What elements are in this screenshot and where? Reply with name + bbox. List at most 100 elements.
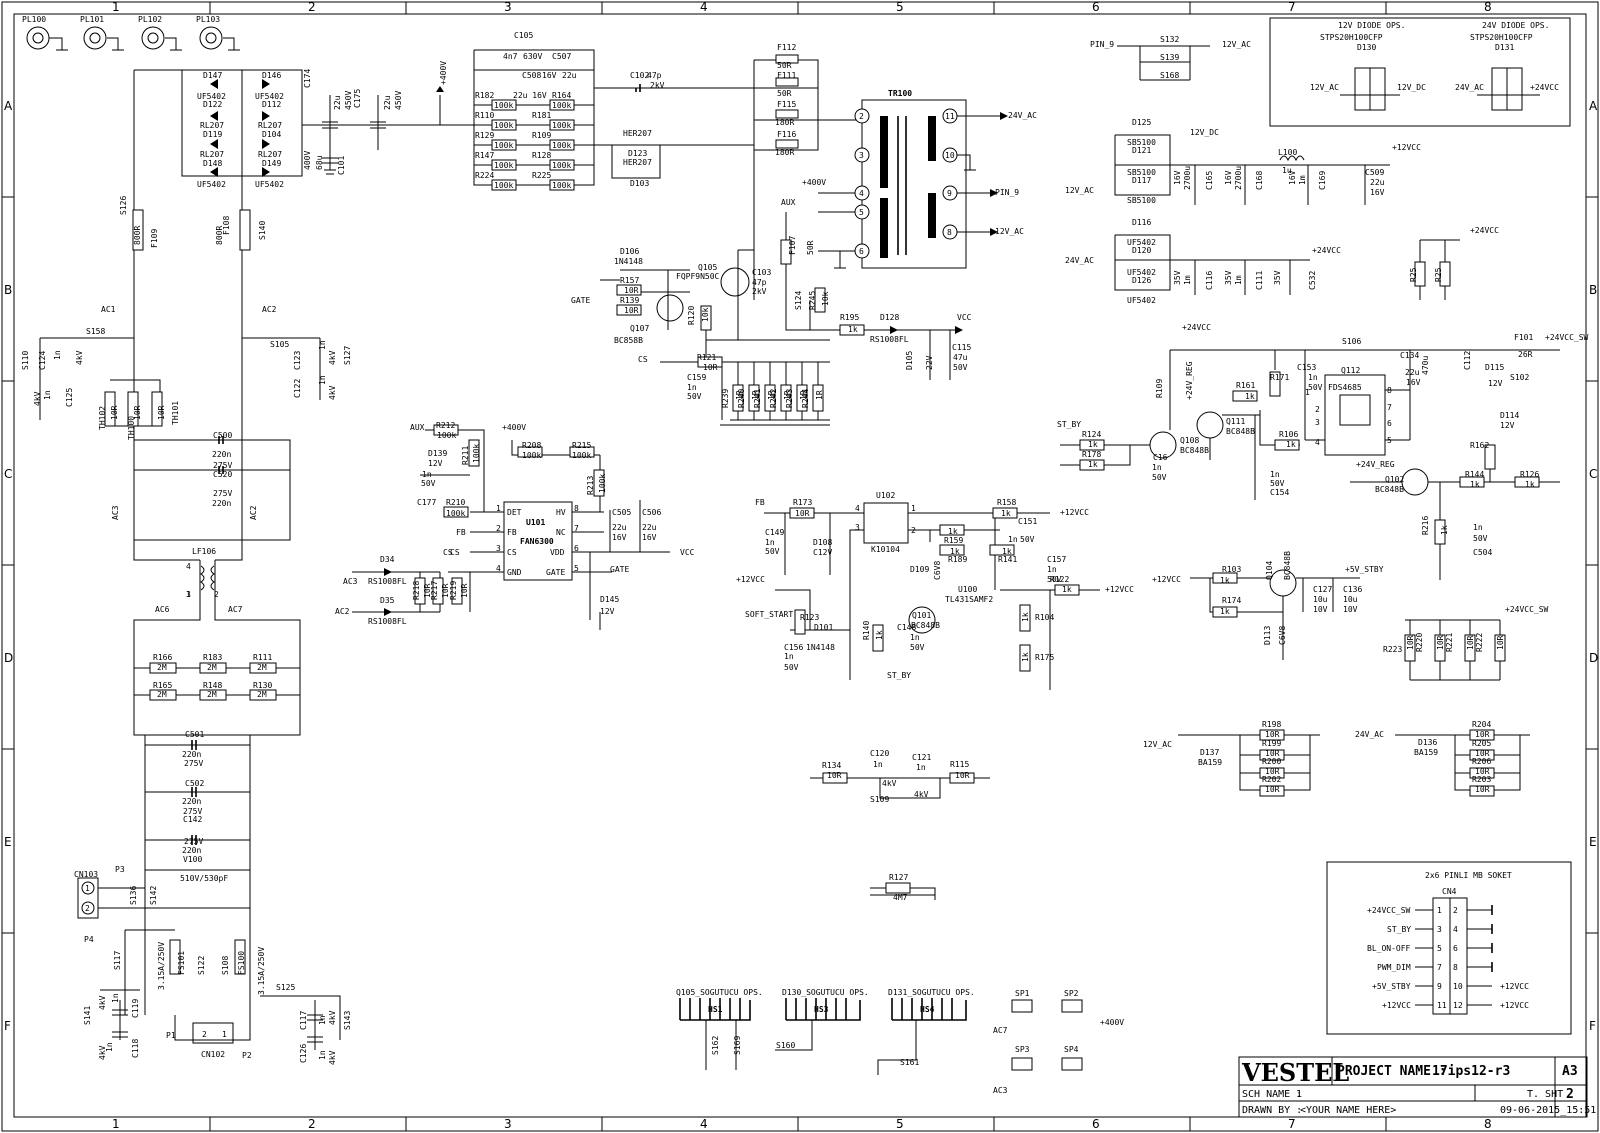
drawn-by-label: DRAWN BY : [1242,1105,1302,1116]
label-c102: C102 [630,71,649,80]
label-r122v: 1k [1062,585,1072,594]
u102-ref: U102 [876,491,895,500]
label-r164: R164 [552,91,571,100]
label-c177: C177 [417,498,436,507]
label-q105: Q105 [698,263,717,272]
label-q112p1: 1 [1305,388,1310,397]
label-f108: F108 [222,216,231,235]
label-k4: 100k [552,121,571,130]
label-gate: GATE [571,296,590,305]
wiring [26,26,1560,1075]
sheet-size: A3 [1562,1064,1578,1079]
cn4-pin-5: 5 [1437,944,1442,953]
cn4-net-left-3: BL_ON-OFF [1367,944,1411,953]
label-c35c: 35V [1273,270,1282,285]
label-d139: D139 [428,449,447,458]
label-r109b: R109 [1155,379,1164,398]
label-lf1: 1 [186,590,191,599]
label-r1r2: 1R [751,390,760,400]
label-r144v: 1k [1470,480,1480,489]
label-rl3: RL207 [200,150,224,159]
label-s168: S168 [1160,71,1179,80]
label-c122v: 1n [318,375,327,385]
label-c105: C105 [514,31,533,40]
label-q107: Q107 [630,324,649,333]
label-m4: 2M [157,690,167,699]
label-s142: S142 [149,886,158,905]
label-k7: 100k [494,161,513,170]
label-c153: C153 [1297,363,1316,372]
label-p1: P1 [166,1031,176,1040]
label-r122: R122 [1050,575,1069,584]
grid-row-c: C [4,467,12,481]
label-c119: C119 [131,999,140,1018]
label-d137v: BA159 [1198,758,1222,767]
label-s143: S143 [343,1011,352,1030]
u101-ref: U101 [526,518,545,527]
cn4-net-right-6: +12VCC [1500,1001,1529,1010]
label-r181: R181 [532,111,551,120]
label-d108v: C12V [813,548,832,557]
label-r140: R140 [862,621,871,640]
grid-col-1-bottom: 1 [112,1117,120,1131]
label-c507: C507 [552,52,571,61]
label-p3: P3 [115,865,125,874]
label-l100v: 1u [1282,166,1292,175]
label-c121v: 1n [916,763,926,772]
label-sp2: SP2 [1064,989,1079,998]
cn4-pin-9: 9 [1437,982,1442,991]
project-value: 17ips12-r3 [1432,1064,1510,1079]
label-ac1: AC1 [101,305,116,314]
label-r159v: 1k [948,527,958,536]
label-r1r1: 1R [735,390,744,400]
label-fb2: FB [755,498,765,507]
label-r157v: 10R [624,286,639,295]
label-c149: C149 [765,528,784,537]
label-r10a: 10R [423,583,432,598]
label-v24ac: 24V_AC [1008,111,1037,120]
label-c1m: 1m [1298,175,1307,185]
label-r198: R198 [1262,720,1281,729]
grid-col-2-bottom: 2 [308,1117,316,1131]
grid-col-1: 1 [112,0,120,14]
label-opt4: 4 [855,504,860,513]
tr100-pin-5: 5 [859,208,864,217]
label-c134: C134 [1400,351,1419,360]
label-aux: AUX [781,198,796,207]
label-s160: S160 [776,1041,795,1050]
u101-pin-nc: NC [556,528,566,537]
label-d120: D120 [1132,246,1151,255]
label-r215: R215 [572,441,591,450]
label-v24acd: 24V_AC [1355,730,1384,739]
label-c115: C115 [952,343,971,352]
label-d101v: 1N4148 [806,643,835,652]
label-c125: C125 [65,388,74,407]
label-c103: C103 [752,268,771,277]
label-s161: S161 [900,1058,919,1067]
label-c175: C175 [353,89,362,108]
label-m2: 2M [207,663,217,672]
label-c520r: 220n [212,499,231,508]
cn4-net-left-6: +12VCC [1382,1001,1411,1010]
label-c505: C505 [612,508,631,517]
label-s108: S108 [221,956,230,975]
diode-ops-12v-out: 12V_DC [1397,83,1426,92]
grid-row-a: A [4,99,13,113]
label-c159r: 50V [687,392,702,401]
label-c117r: 4kV [328,1010,337,1025]
label-p400a: +400V [439,61,448,85]
hs4-title: D131_SOGUTUCU OPS. [888,988,975,997]
label-d137: D137 [1200,748,1219,757]
label-vcc: VCC [957,313,972,322]
label-d122: D122 [203,100,222,109]
cn4-pin-7: 7 [1437,963,1442,972]
u101-pin-gate: GATE [546,568,565,577]
sch-name-value: 1 [1296,1089,1302,1100]
label-d105v: 22V [925,355,934,370]
u101-pin-det: DET [507,508,522,517]
u101-num-2: 2 [496,524,501,533]
label-ac3: AC3 [111,505,120,520]
label-v12acc: 12V_AC [1065,186,1094,195]
label-ac3c: AC3 [993,1086,1008,1095]
label-rl1: RL207 [200,121,224,130]
